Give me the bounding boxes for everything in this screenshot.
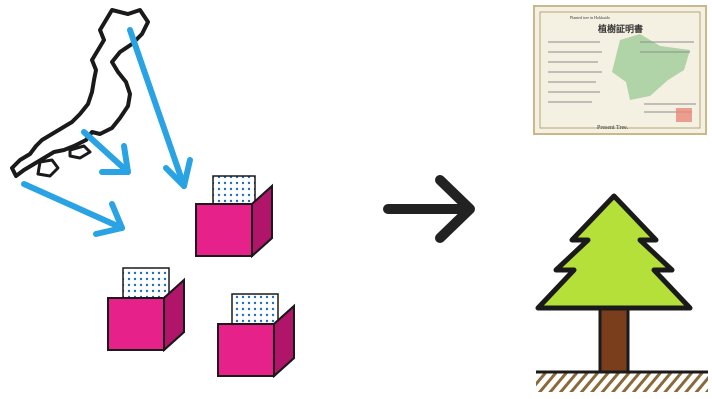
blue-arrow-icon [81,129,131,175]
blue-arrow-icon [127,27,193,189]
blue-arrow-icon [21,181,125,237]
certificate-icon: Planted tree in Hokkaido 植樹証明書 Present T… [533,5,707,135]
certificate-footer: Present Tree. [597,125,629,131]
right-arrow-icon [383,175,475,243]
certificate-subtitle: Planted tree in Hokkaido [570,15,610,20]
donation-box-icon [107,267,185,353]
ground-icon [536,370,708,392]
donation-box-icon [217,293,295,379]
tree-icon [535,193,693,374]
donation-box-icon [195,175,273,259]
japan-map-icon [10,8,150,178]
certificate-title: 植樹証明書 [597,23,643,34]
